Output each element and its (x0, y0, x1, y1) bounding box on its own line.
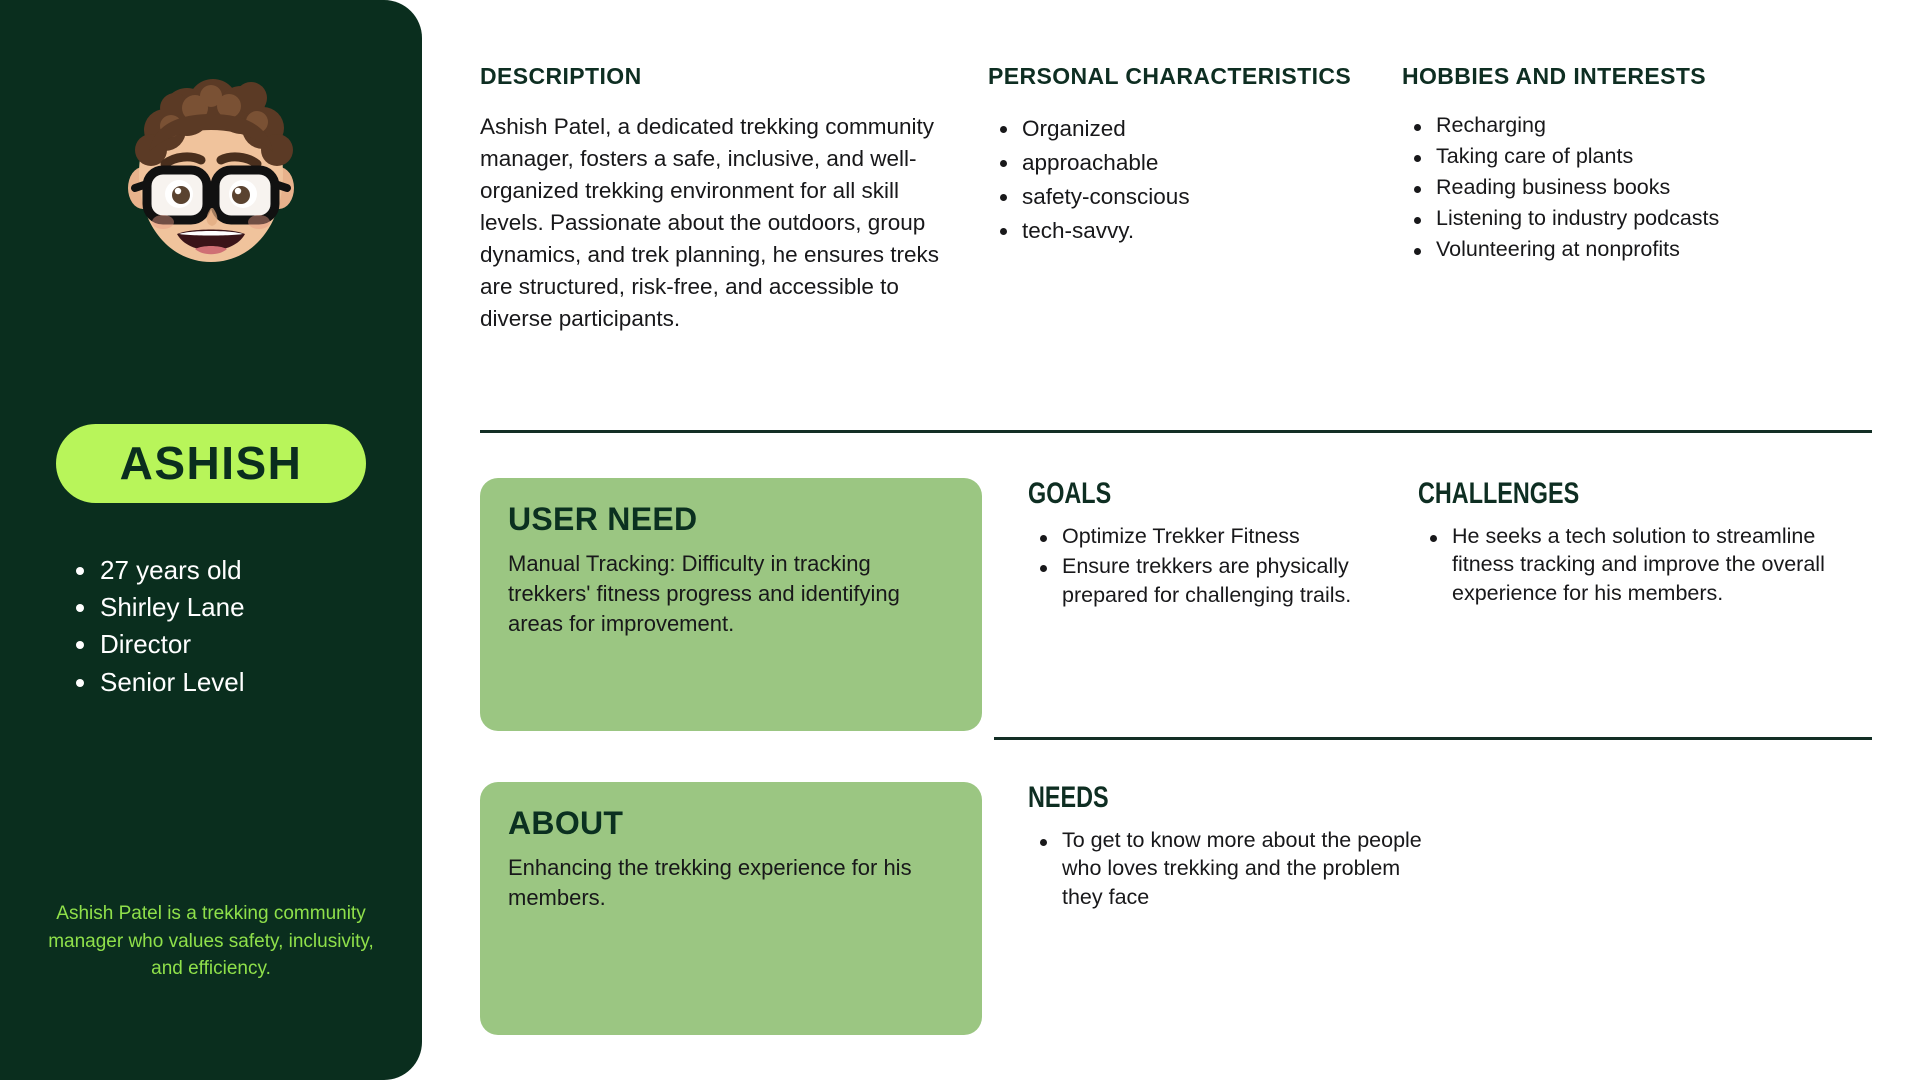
persona-name-badge: ASHISH (56, 424, 366, 503)
personal-characteristics-column: PERSONAL CHARACTERISTICS Organized appro… (988, 62, 1368, 335)
description-text: Ashish Patel, a dedicated trekking commu… (480, 114, 939, 332)
list-item: Shirley Lane (70, 590, 422, 624)
personal-characteristics-list: Organized approachable safety-conscious … (988, 113, 1368, 247)
section-divider-top (480, 430, 1872, 433)
hobbies-column: HOBBIES AND INTERESTS Recharging Taking … (1402, 62, 1872, 335)
user-need-text: Manual Tracking: Difficulty in tracking … (508, 551, 900, 636)
persona-sidebar: ASHISH 27 years old Shirley Lane Directo… (0, 0, 422, 1080)
middle-section-row: USER NEED Manual Tracking: Difficulty in… (480, 478, 1872, 731)
persona-name: ASHISH (119, 437, 303, 489)
list-item: He seeks a tech solution to streamline f… (1418, 522, 1838, 608)
hobbies-heading: HOBBIES AND INTERESTS (1402, 63, 1707, 89)
memoji-avatar-icon (91, 56, 331, 296)
list-item: Taking care of plants (1402, 142, 1872, 171)
list-item: tech-savvy. (988, 215, 1368, 247)
description-heading: DESCRIPTION (480, 63, 642, 89)
challenges-column: CHALLENGES He seeks a tech solution to s… (1418, 478, 1838, 731)
list-item: Recharging (1402, 111, 1872, 140)
bottom-section-row: ABOUT Enhancing the trekking experience … (480, 782, 1872, 1035)
user-need-card: USER NEED Manual Tracking: Difficulty in… (480, 478, 982, 731)
list-item: Ensure trekkers are physically prepared … (1028, 552, 1408, 610)
list-item: Organized (988, 113, 1368, 145)
about-title: ABOUT (508, 805, 624, 841)
needs-heading: NEEDS (1028, 781, 1109, 814)
list-item: Optimize Trekker Fitness (1028, 522, 1408, 551)
list-item: Volunteering at nonprofits (1402, 235, 1872, 264)
list-item: Listening to industry podcasts (1402, 204, 1872, 233)
persona-content: DESCRIPTION Ashish Patel, a dedicated tr… (422, 0, 1920, 1080)
goals-heading: GOALS (1028, 477, 1112, 510)
persona-facts-list: 27 years old Shirley Lane Director Senio… (0, 553, 422, 702)
personal-characteristics-heading: PERSONAL CHARACTERISTICS (988, 63, 1352, 89)
list-item: To get to know more about the people who… (1028, 826, 1428, 912)
goals-column: GOALS Optimize Trekker Fitness Ensure tr… (1028, 478, 1408, 731)
about-card: ABOUT Enhancing the trekking experience … (480, 782, 982, 1035)
hobbies-list: Recharging Taking care of plants Reading… (1402, 111, 1872, 263)
list-item: Reading business books (1402, 173, 1872, 202)
list-item: approachable (988, 147, 1368, 179)
needs-list: To get to know more about the people who… (1028, 826, 1428, 912)
goals-list: Optimize Trekker Fitness Ensure trekkers… (1028, 522, 1408, 610)
list-item: 27 years old (70, 553, 422, 587)
top-section-row: DESCRIPTION Ashish Patel, a dedicated tr… (480, 62, 1872, 335)
challenges-heading: CHALLENGES (1418, 477, 1580, 510)
challenges-list: He seeks a tech solution to streamline f… (1418, 522, 1838, 608)
list-item: safety-conscious (988, 181, 1368, 213)
description-column: DESCRIPTION Ashish Patel, a dedicated tr… (480, 62, 950, 335)
list-item: Senior Level (70, 665, 422, 699)
user-need-title: USER NEED (508, 501, 698, 537)
about-text: Enhancing the trekking experience for hi… (508, 855, 912, 911)
section-divider-bottom (994, 737, 1872, 740)
list-item: Director (70, 627, 422, 661)
needs-column: NEEDS To get to know more about the peop… (1028, 782, 1428, 1035)
persona-caption: Ashish Patel is a trekking community man… (48, 903, 374, 980)
